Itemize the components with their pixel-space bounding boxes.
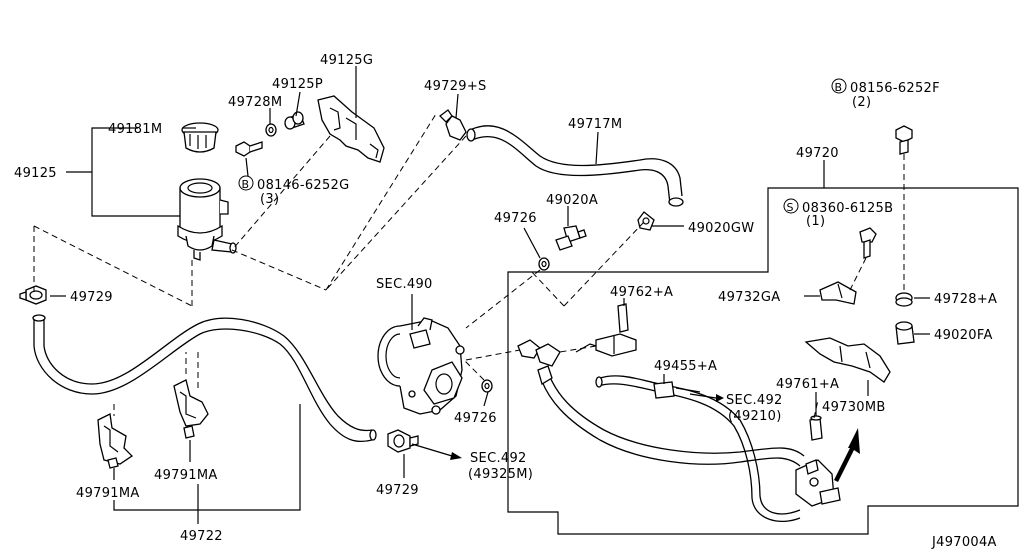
washer-49726-b (481, 379, 493, 393)
detail-box (507, 187, 1019, 535)
label-49791ma-a: 49791MA (76, 486, 140, 501)
power-steering-pump (377, 317, 465, 415)
label-49455a: 49455+A (654, 359, 717, 374)
dashed-leaders (33, 113, 905, 419)
banjo-bolt-49020a (555, 225, 587, 251)
screw-08360 (859, 227, 877, 259)
circle-s-icon: S (783, 198, 799, 214)
label-49181m: 49181M (108, 122, 162, 137)
clip-49791ma-a (97, 413, 134, 469)
label-49729s: 49729+S (424, 79, 487, 94)
pressure-hose (539, 371, 805, 522)
bracket-49732ga (819, 281, 857, 305)
hose-block (795, 459, 841, 507)
label-49020fa: 49020FA (934, 328, 993, 343)
bracket-49730mb (804, 337, 891, 383)
insulator-49125p (284, 111, 305, 130)
suction-hose-49717m (466, 125, 684, 207)
arrow-to-sec492-b-icon (411, 443, 462, 460)
label-49720: 49720 (796, 146, 839, 161)
label-sec492-a: SEC.492 (726, 393, 783, 408)
bolt-08146 (235, 141, 263, 157)
svg-text:B: B (835, 81, 843, 94)
label-49729-bottom: 49729 (376, 483, 419, 498)
part-49455a (653, 381, 701, 399)
label-49761a: 49761+A (776, 377, 839, 392)
fitting-upper (517, 339, 561, 385)
arrow-to-sec492-a-icon (689, 393, 724, 402)
label-08360-6125b: 08360-6125B (802, 201, 893, 216)
label-49762a: 49762+A (610, 285, 673, 300)
label-49125p: 49125P (272, 77, 323, 92)
label-sec490: SEC.490 (376, 277, 433, 292)
label-sec492-b-sub: (49325M) (468, 467, 533, 482)
label-49722: 49722 (180, 529, 223, 544)
washer-49726-a (538, 257, 550, 271)
clip-49791ma-b (173, 379, 209, 439)
circle-b-icon-2: B (831, 78, 847, 94)
label-49125: 49125 (14, 166, 57, 181)
label-08146-6252g: 08146-6252G (257, 178, 350, 193)
label-49726-a: 49726 (494, 211, 537, 226)
svg-text:B: B (242, 178, 250, 191)
clamp-49020gw (637, 211, 655, 231)
label-49791ma-b: 49791MA (154, 468, 218, 483)
bracket-49125g (317, 95, 385, 163)
label-49020a: 49020A (546, 193, 598, 208)
clamp-49729s (439, 109, 467, 141)
diagram-code: J497004A (931, 535, 997, 550)
label-49717m: 49717M (568, 117, 622, 132)
label-sec492-a-sub: (49210) (728, 409, 782, 424)
label-49732ga: 49732GA (718, 290, 780, 305)
part-49762a (575, 303, 637, 357)
part-labels: 49125G 49125P 49728M 49181M 49125 B 0814… (14, 53, 997, 550)
return-hose-left (32, 314, 377, 443)
label-49020gw: 49020GW (688, 221, 754, 236)
reservoir-tank (177, 122, 237, 261)
clamp-49729-left (19, 285, 47, 305)
label-49728a: 49728+A (934, 292, 997, 307)
label-49729-left: 49729 (70, 290, 113, 305)
grommet-49728m (265, 123, 277, 137)
bolt-08156 (895, 125, 913, 155)
label-bolt2-qty: (2) (852, 95, 871, 110)
front-arrow-icon (834, 428, 860, 482)
clamp-49729-bottom (387, 429, 419, 453)
reservoir-cap (181, 122, 219, 153)
label-bolt1-qty: (3) (260, 192, 279, 207)
bushing-49020fa (895, 321, 915, 345)
sensor-49761a (809, 415, 823, 441)
grommet-49728a (895, 292, 913, 307)
label-screw-qty: (1) (806, 214, 825, 229)
label-49728m: 49728M (228, 95, 282, 110)
label-49125g: 49125G (320, 53, 373, 68)
circle-b-icon: B (238, 175, 254, 191)
label-49726-b: 49726 (454, 411, 497, 426)
leader-lines (50, 66, 930, 524)
label-sec492-b: SEC.492 (470, 451, 527, 466)
svg-text:S: S (787, 201, 794, 214)
label-49730mb: 49730MB (822, 400, 886, 415)
label-08156-6252f: 08156-6252F (850, 81, 940, 96)
